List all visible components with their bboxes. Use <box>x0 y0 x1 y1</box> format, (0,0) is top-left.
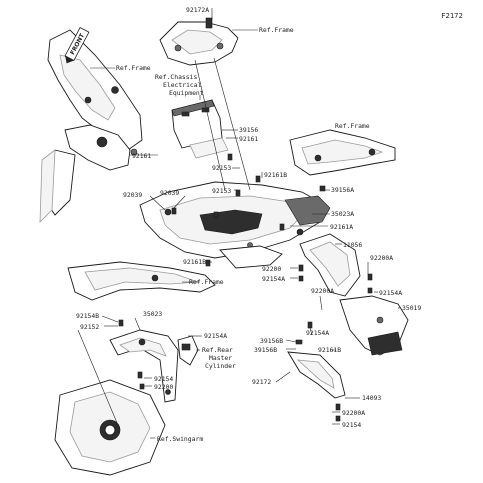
part-92161-a: 92161 <box>239 135 258 143</box>
part-92172: 92172 <box>252 378 271 386</box>
part-92154A-d: 92154A <box>306 329 329 337</box>
part-92154-b: 92154 <box>342 421 361 429</box>
ref-frame-left: Ref.Frame <box>116 64 151 72</box>
part-92154B: 92154B <box>76 312 99 320</box>
part-35023: 35023 <box>143 310 162 318</box>
part-92154A-a: 92154A <box>262 275 285 283</box>
part-92039-b: 92039 <box>160 189 179 197</box>
ref-frame-bottom: Ref.Frame <box>189 278 224 286</box>
part-92200: 92200 <box>262 265 281 273</box>
ref-brake-line1: Ref.Rear <box>202 346 233 354</box>
part-92154A-b: 92154A <box>379 289 402 297</box>
frame-right-section <box>289 129 396 176</box>
part-11056: 11056 <box>343 241 362 249</box>
part-14093: 14093 <box>362 394 381 402</box>
figure-code: F2172 <box>441 11 463 20</box>
part-39156: 39156 <box>239 126 258 134</box>
part-35019: 35019 <box>402 304 421 312</box>
footpeg-bracket-35023 <box>109 329 179 403</box>
part-92172A: 92172A <box>186 6 209 14</box>
ref-brake-line2: Master <box>209 354 232 362</box>
part-92161A: 92161A <box>330 223 353 231</box>
ref-swingarm: Ref.Swingarm <box>157 435 203 443</box>
hardware-bolts <box>118 153 373 422</box>
ref-chassis-line1: Ref.Chassis <box>155 73 197 81</box>
part-92200A-b: 92200A <box>311 287 334 295</box>
frame-lower-left <box>67 261 216 301</box>
part-92161B-c: 92161B <box>318 346 341 354</box>
part-92153-a: 92153 <box>212 164 231 172</box>
part-92153-b: 92153 <box>212 187 231 195</box>
leader-lines <box>77 8 400 439</box>
mudflap-14093 <box>287 351 346 399</box>
part-39156B-a: 39156B <box>260 337 283 345</box>
ref-chassis-line2: Electrical <box>163 81 202 89</box>
ref-brake-line3: Cylinder <box>205 362 236 370</box>
part-92039-a: 92039 <box>123 191 142 199</box>
part-35023A: 35023A <box>331 210 354 218</box>
part-39156A: 39156A <box>331 186 354 194</box>
battery-box <box>171 99 229 159</box>
ref-chassis-line3: Equipment <box>169 89 204 97</box>
part-92200A-c: 92200A <box>342 409 365 417</box>
part-92161B-b: 92161B <box>183 258 206 266</box>
ref-frame-top: Ref.Frame <box>259 26 294 34</box>
part-92152: 92152 <box>80 323 99 331</box>
rear-fender-assembly <box>139 181 331 269</box>
part-92200A-a: 92200A <box>370 254 393 262</box>
part-92200-b: 92200 <box>154 383 173 391</box>
part-92161-b: 92161 <box>132 152 151 160</box>
rear-fender-35019 <box>299 233 409 356</box>
upper-rear-bracket <box>159 17 239 66</box>
part-92161B-a: 92161B <box>264 171 287 179</box>
part-39156B-b: 39156B <box>254 346 277 354</box>
swingarm-area <box>54 335 199 476</box>
part-92154-a: 92154 <box>154 375 173 383</box>
ref-frame-right: Ref.Frame <box>335 122 370 130</box>
part-92154A-c: 92154A <box>204 332 227 340</box>
